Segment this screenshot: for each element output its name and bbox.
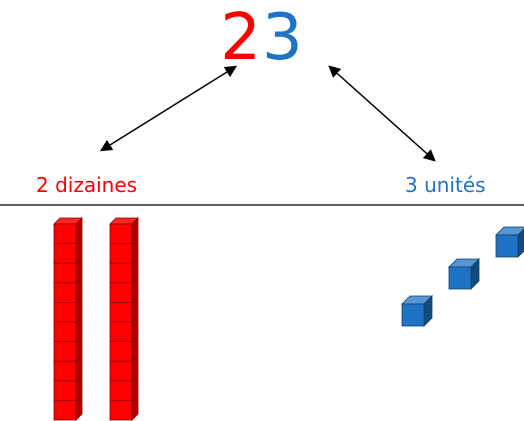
ten-rod	[53, 217, 83, 421]
unit-cube	[448, 258, 480, 290]
unit-cubes	[401, 226, 524, 327]
ten-rods	[53, 217, 139, 421]
number-23: 23	[0, 2, 524, 74]
arrow-to-tens	[99, 65, 238, 152]
ten-rod	[109, 217, 139, 421]
tens-label: 2 dizaines	[36, 173, 138, 197]
units-digit: 3	[262, 1, 304, 75]
tens-digit: 2	[220, 1, 262, 75]
unit-cube	[401, 295, 433, 327]
unit-cube	[495, 226, 524, 258]
units-label: 3 unités	[405, 173, 486, 197]
arrow-to-units	[328, 65, 436, 162]
